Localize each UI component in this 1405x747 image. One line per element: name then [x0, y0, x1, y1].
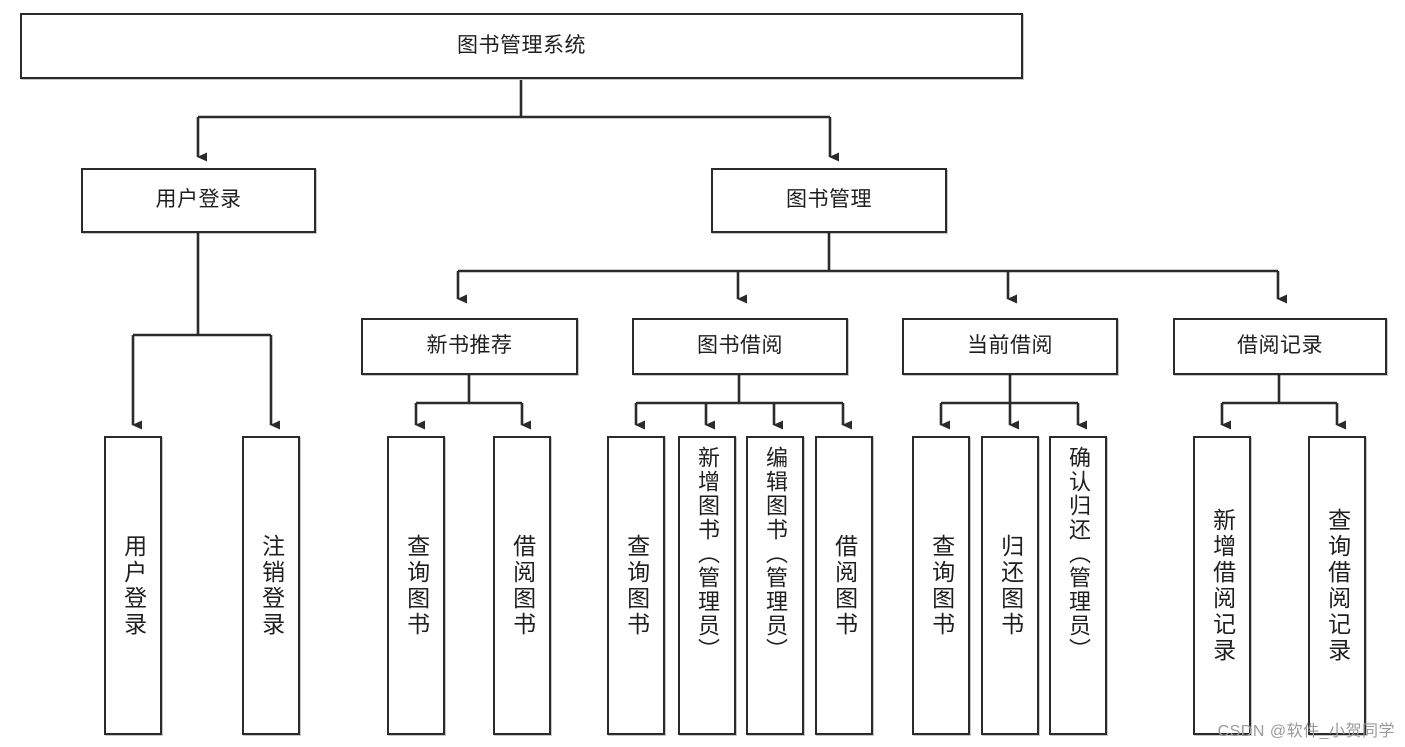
node-leaf-borrow-book-1[interactable]: 借阅图书 — [493, 436, 551, 735]
node-label: 新增借阅记录 — [1209, 507, 1236, 664]
node-label: 图书管理系统 — [457, 33, 586, 57]
node-borrow-record[interactable]: 借阅记录 — [1173, 318, 1387, 375]
node-label: 新书推荐 — [426, 334, 513, 358]
node-current-borrow[interactable]: 当前借阅 — [902, 318, 1118, 375]
node-leaf-query-record[interactable]: 查询借阅记录 — [1308, 436, 1366, 735]
node-label: 用户登录 — [155, 188, 242, 212]
node-label: 编辑图书（管理员） — [762, 446, 788, 662]
node-leaf-query-book-2[interactable]: 查询图书 — [607, 436, 665, 735]
node-label: 当前借阅 — [967, 334, 1053, 358]
node-label: 查询借阅记录 — [1324, 507, 1351, 664]
node-leaf-confirm-return[interactable]: 确认归还（管理员） — [1049, 436, 1107, 735]
node-label: 注销登录 — [258, 533, 285, 638]
node-label: 新增图书（管理员） — [694, 446, 720, 662]
watermark-text: CSDN @软件_小贺同学 — [1217, 723, 1395, 740]
node-leaf-query-book-1[interactable]: 查询图书 — [387, 436, 445, 735]
node-label: 图书借阅 — [697, 334, 783, 358]
node-leaf-user-logout[interactable]: 注销登录 — [242, 436, 300, 735]
node-label: 借阅图书 — [509, 533, 536, 638]
node-label: 借阅图书 — [831, 533, 858, 638]
node-label: 查询图书 — [623, 533, 650, 638]
node-book-borrow[interactable]: 图书借阅 — [632, 318, 848, 375]
node-label: 图书管理 — [786, 188, 872, 212]
node-user-login[interactable]: 用户登录 — [81, 168, 316, 233]
node-leaf-return-book[interactable]: 归还图书 — [981, 436, 1039, 735]
node-book-management[interactable]: 图书管理 — [711, 168, 947, 233]
node-leaf-add-book[interactable]: 新增图书（管理员） — [678, 436, 736, 735]
node-leaf-query-book-3[interactable]: 查询图书 — [912, 436, 970, 735]
node-label: 用户登录 — [120, 533, 147, 638]
node-label: 确认归还（管理员） — [1065, 446, 1091, 662]
node-leaf-borrow-book-2[interactable]: 借阅图书 — [815, 436, 873, 735]
node-label: 借阅记录 — [1237, 334, 1323, 358]
node-leaf-add-record[interactable]: 新增借阅记录 — [1193, 436, 1251, 735]
node-new-book-recommend[interactable]: 新书推荐 — [361, 318, 578, 375]
node-label: 查询图书 — [403, 533, 430, 638]
node-label: 归还图书 — [997, 533, 1024, 638]
node-root-system[interactable]: 图书管理系统 — [20, 13, 1023, 79]
node-leaf-edit-book[interactable]: 编辑图书（管理员） — [746, 436, 804, 735]
node-leaf-user-login[interactable]: 用户登录 — [104, 436, 162, 735]
node-label: 查询图书 — [928, 533, 955, 638]
